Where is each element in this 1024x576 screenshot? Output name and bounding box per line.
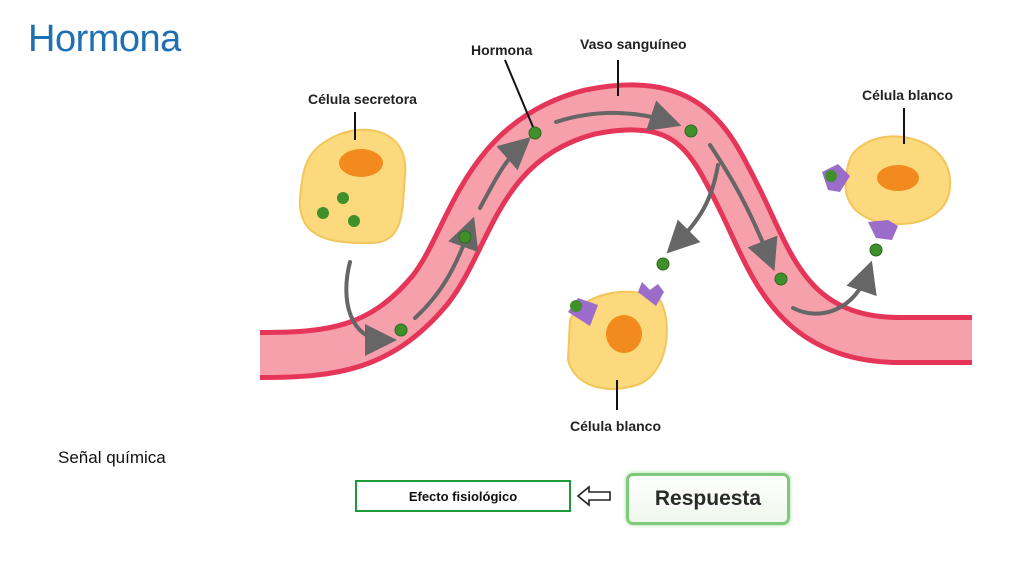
flow-arrows — [344, 100, 877, 356]
nucleus — [339, 149, 383, 177]
label-target-cell-top: Célula blanco — [862, 87, 953, 103]
left-arrow-icon — [576, 485, 611, 507]
page-title: Hormona — [28, 18, 181, 60]
hormone-dots — [394, 124, 883, 337]
hormone-dot — [348, 215, 360, 227]
nucleus — [877, 165, 919, 191]
target-cell-top — [822, 135, 952, 240]
label-secretory-cell: Célula secretora — [308, 91, 417, 107]
receptor — [638, 282, 664, 306]
hormone-dot — [337, 192, 349, 204]
hormone-dot — [570, 300, 582, 312]
effect-box: Efecto fisiológico — [355, 480, 571, 512]
target-cell-bottom — [566, 282, 668, 390]
response-box: Respuesta — [626, 473, 790, 525]
hormone-dot — [825, 170, 837, 182]
hormone-dot — [317, 207, 329, 219]
chemical-signal-label: Señal química — [58, 448, 166, 467]
secretory-cell — [298, 128, 407, 245]
label-blood-vessel: Vaso sanguíneo — [580, 36, 687, 52]
response-label: Respuesta — [654, 487, 762, 510]
receptor — [868, 220, 898, 240]
label-target-cell-bottom: Célula blanco — [570, 418, 661, 434]
nucleus — [606, 315, 642, 353]
effect-label: Efecto fisiológico — [408, 488, 518, 504]
leader-lines — [354, 59, 905, 410]
label-hormone: Hormona — [471, 42, 533, 58]
